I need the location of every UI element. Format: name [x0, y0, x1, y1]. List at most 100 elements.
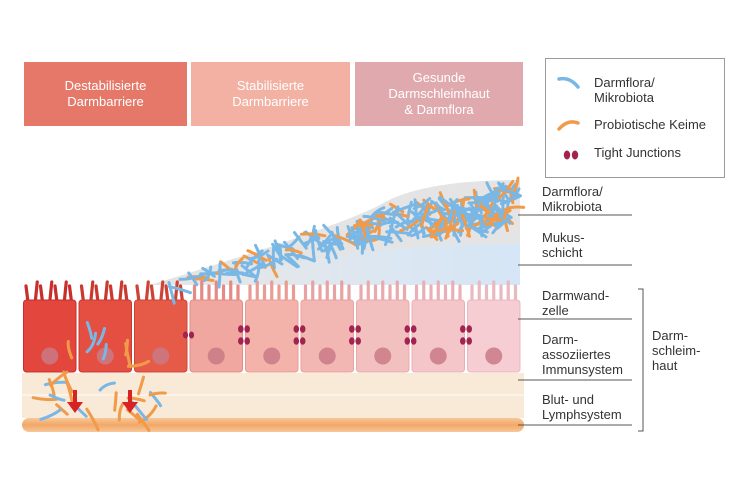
microbiota-bacterium: [259, 257, 278, 269]
microbiota-bacterium: [455, 204, 464, 227]
epithelial-cell: [78, 280, 132, 373]
bacteria: [31, 176, 526, 432]
microbiota-bacterium: [362, 214, 386, 223]
microbiota-bacterium: [240, 264, 257, 278]
microbiota-bacterium: [502, 187, 521, 204]
microbiota-bacterium: [96, 327, 106, 346]
legend-item-darmflora: Darmflora/ Mikrobiota: [546, 69, 724, 105]
microbiota-bacterium: [225, 271, 244, 275]
tight-junction: [293, 325, 306, 345]
microbiota-bacterium: [330, 230, 342, 251]
microbiota-bacterium: [434, 201, 447, 219]
microbiota-bacterium: [178, 273, 204, 281]
epithelial-cell: [189, 280, 243, 373]
microbiota-bacterium: [203, 265, 213, 282]
microbiota-bacterium: [375, 210, 402, 217]
epithelial-cell: [23, 280, 77, 373]
microbiota-bacterium: [311, 239, 316, 263]
microbiota-bacterium: [406, 200, 413, 222]
tight-junction: [460, 325, 473, 345]
probiotic-bacterium: [444, 222, 460, 240]
microbiota-bacterium: [397, 213, 417, 233]
probiotic-bacterium: [358, 218, 367, 238]
blue-bacteria-icon: [557, 76, 580, 89]
microbiota-bacterium: [346, 225, 352, 242]
microbiota-bacterium: [485, 181, 500, 203]
tight-junctions: [182, 325, 473, 345]
probiotic-bacterium: [137, 375, 145, 396]
microbiota-bacterium: [466, 214, 482, 228]
orange-bacteria-icon: [557, 120, 580, 131]
label-darmflora: Darmflora/ Mikrobiota: [542, 184, 603, 214]
tight-junction-icon: [563, 150, 579, 160]
probiotic-bacterium: [137, 404, 158, 424]
microbiota-bacterium: [323, 241, 331, 264]
probiotic-bacterium: [62, 370, 74, 394]
legend-label-probiotika: Probiotische Keime: [594, 117, 706, 132]
epithelial-cell: [467, 280, 521, 373]
microbiota-bacterium: [388, 216, 409, 231]
microbiota-bacterium: [467, 196, 489, 205]
legend: Darmflora/ Mikrobiota Probiotische Keime…: [545, 58, 725, 178]
microbiota-bacterium: [467, 206, 483, 222]
microbiota-bacterium: [271, 245, 276, 270]
label-darmschleimhaut: Darm- schleim- haut: [652, 328, 701, 373]
probiotic-bacterium: [192, 277, 215, 282]
probiotic-bacterium: [124, 342, 132, 368]
probiotic-bacterium: [345, 219, 362, 237]
microbiota-bacterium: [39, 408, 62, 421]
red-arrow-right: [122, 390, 138, 413]
legend-label-darmflora: Darmflora/ Mikrobiota: [594, 75, 655, 105]
probiotic-bacterium: [429, 214, 444, 239]
probiotic-bacterium: [332, 234, 358, 247]
probiotic-bacterium: [503, 205, 526, 212]
microbiota-bacterium: [293, 231, 308, 250]
microbiota-bacterium: [438, 195, 453, 208]
label-lines: [518, 214, 644, 432]
microbiota-bacterium: [279, 254, 299, 269]
microbiota-bacterium: [168, 285, 192, 295]
probiotic-bacterium: [85, 407, 100, 432]
microbiota-bacterium: [85, 321, 94, 340]
probiotic-bacterium: [427, 219, 443, 233]
probiotic-bacterium: [148, 391, 167, 397]
probiotic-bacterium: [246, 249, 268, 262]
microbiota-bacterium: [483, 186, 500, 207]
probiotic-bacterium: [399, 218, 421, 233]
microbiota-bacterium: [217, 262, 222, 289]
microbiota-bacterium: [101, 343, 108, 361]
epithelial-cell: [356, 280, 410, 373]
microbiota-bacterium: [85, 331, 98, 354]
probiotic-bacterium: [66, 340, 74, 360]
label-mukusschicht: Mukus- schicht: [542, 230, 585, 260]
microbiota-bacterium: [497, 182, 510, 201]
probiotic-bacterium: [31, 396, 59, 402]
probiotic-bacterium: [299, 232, 327, 238]
label-blut-lymph: Blut- und Lymphsystem: [542, 392, 622, 422]
probiotic-bacterium: [484, 216, 503, 222]
microbiota-bacterium: [48, 393, 66, 402]
red-arrow-left: [67, 390, 83, 413]
epithelial-cell: [245, 280, 299, 373]
header-healthy: Gesunde Darmschleimhaut & Darmflora: [355, 62, 523, 126]
probiotic-bacterium: [55, 403, 69, 416]
microbiota-bacterium: [278, 244, 283, 263]
probiotic-bacterium: [438, 191, 451, 215]
microbiota-bacterium: [247, 249, 270, 261]
microbiota-bacterium: [496, 215, 513, 230]
label-darmwandzelle: Darmwand- zelle: [542, 288, 610, 318]
microbiota-bacterium: [167, 281, 176, 305]
epithelial-cell: [300, 280, 354, 373]
probiotic-bacterium: [479, 204, 500, 220]
probiotic-bacterium: [113, 391, 118, 412]
label-immunsystem: Darm- assoziiertes Immunsystem: [542, 332, 623, 377]
epithelial-cell: [134, 280, 188, 373]
probiotic-bacterium: [430, 226, 449, 233]
epithelial-cell: [411, 280, 465, 373]
header-stabilized: Stabilisierte Darmbarriere: [191, 62, 350, 126]
probiotic-bacterium: [284, 248, 303, 255]
header-destabilized: Destabilisierte Darmbarriere: [24, 62, 187, 126]
probiotic-bacterium: [419, 204, 430, 228]
tight-junction: [404, 325, 417, 345]
microbiota-bacterium: [253, 258, 261, 283]
